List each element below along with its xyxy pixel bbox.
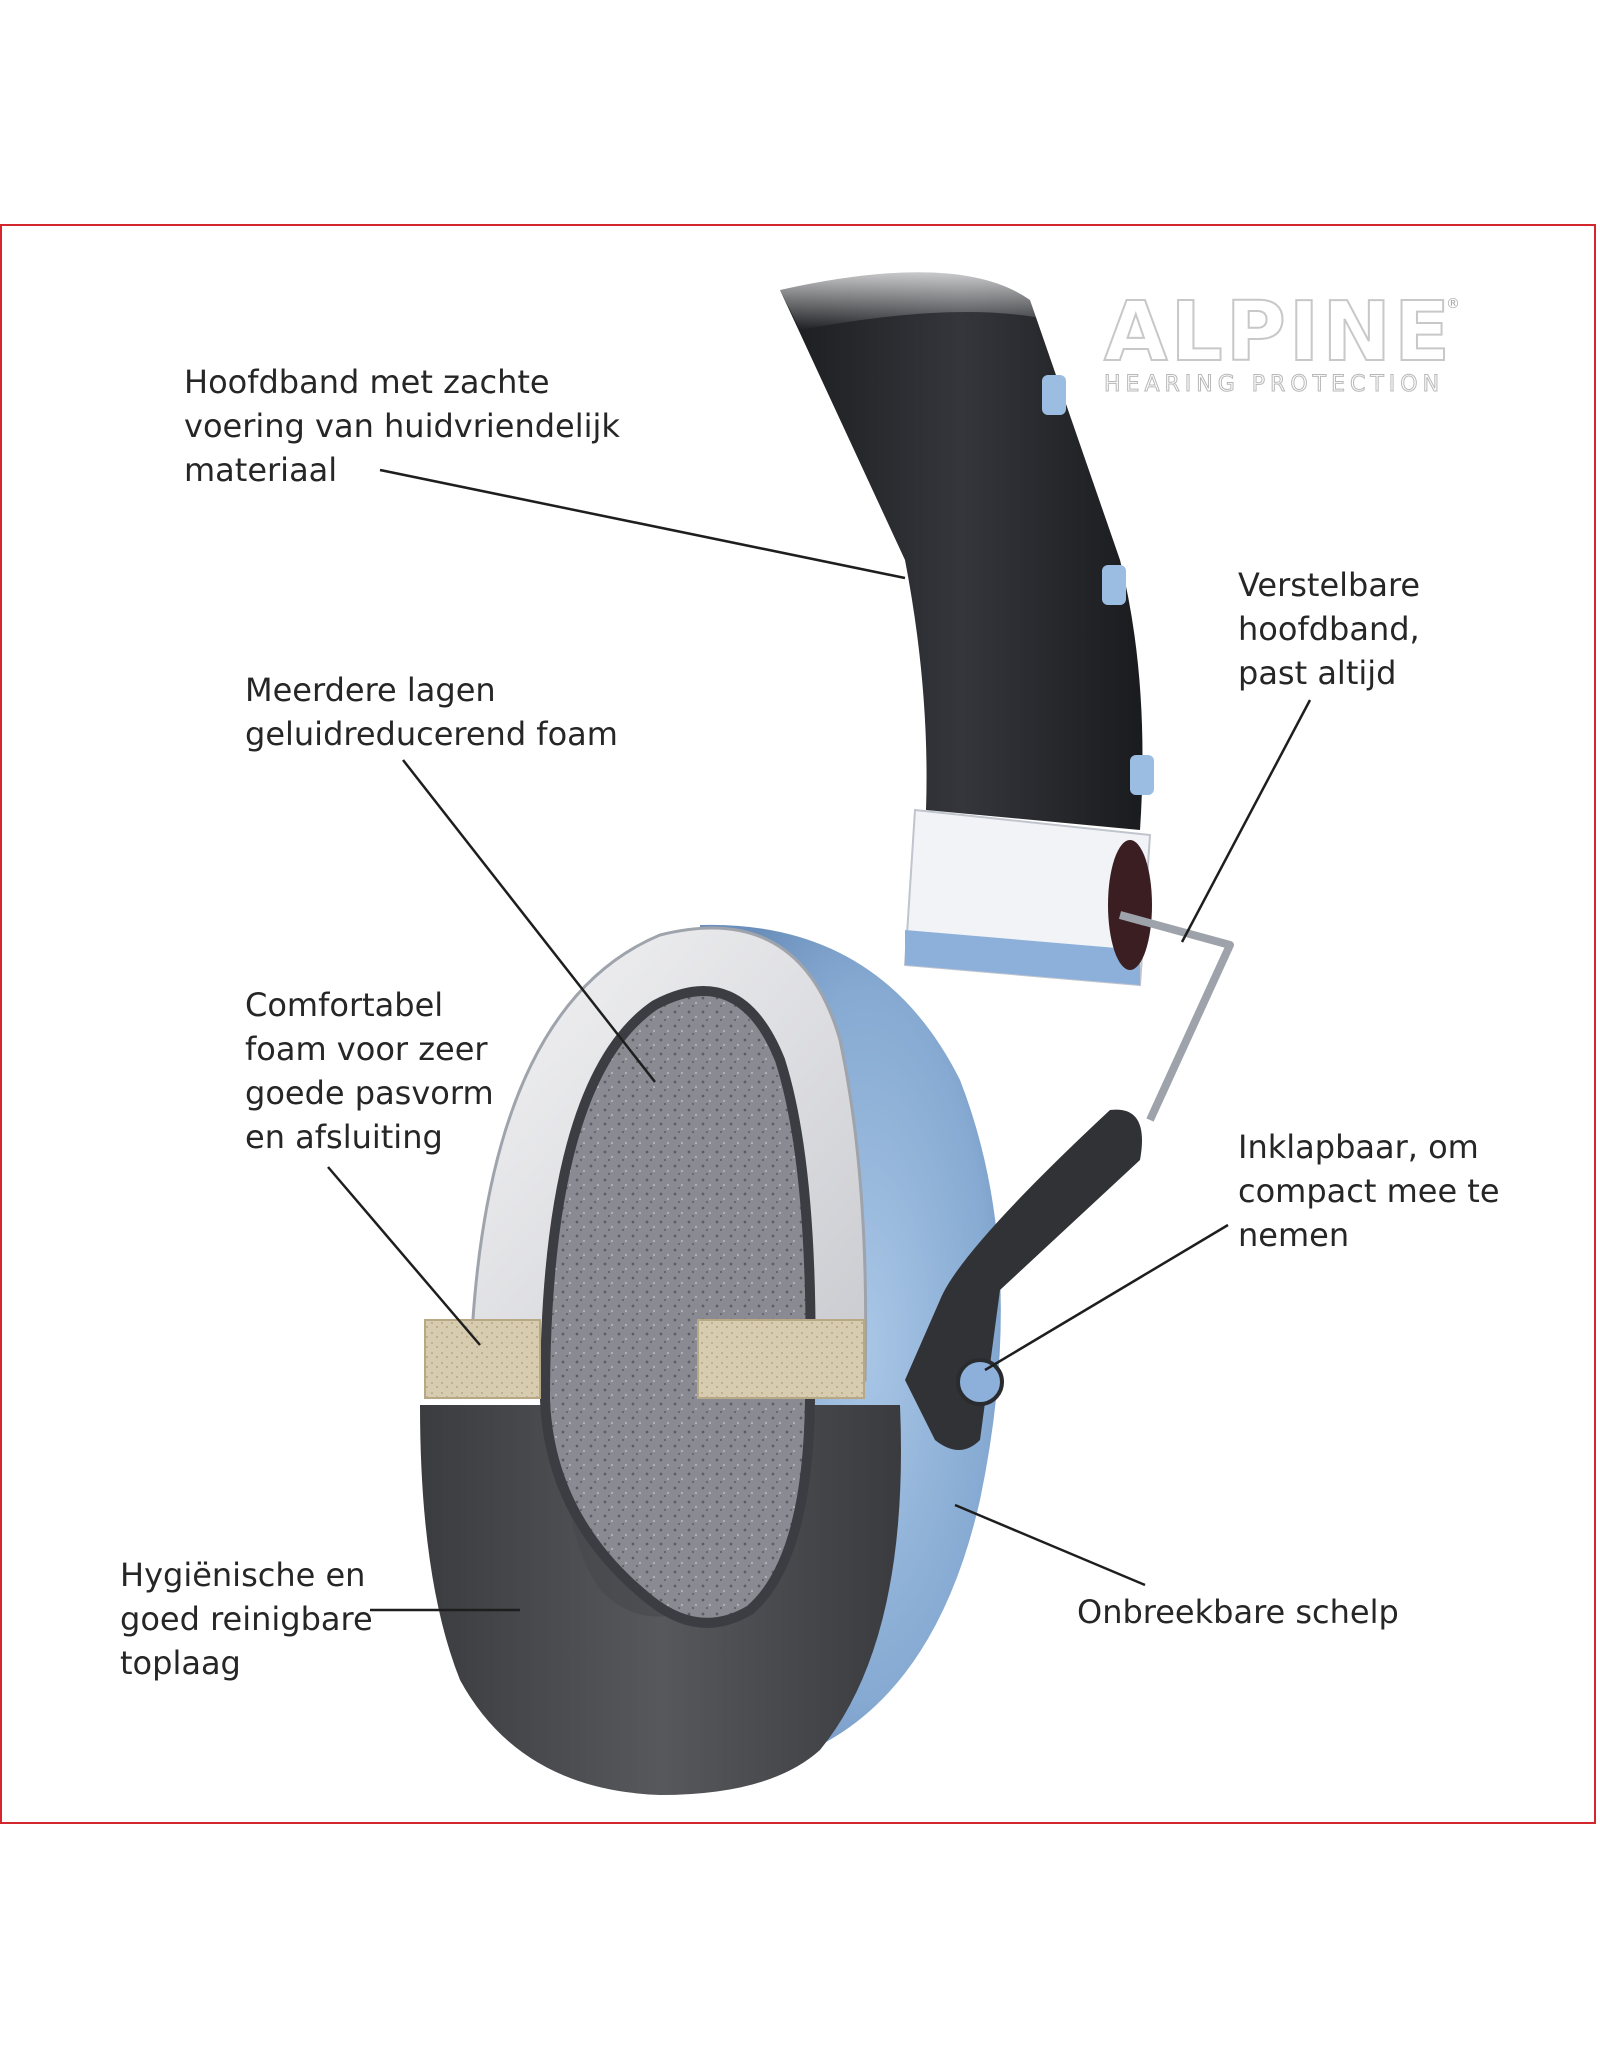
diagram-frame (0, 224, 1596, 1824)
callout-comfort-foam: Comfortabel foam voor zeer goede pasvorm… (245, 986, 494, 1156)
callout-foldable: Inklapbaar, om compact mee te nemen (1238, 1128, 1500, 1254)
callout-hygienic-top: Hygiënische en goed reinigbare toplaag (120, 1556, 373, 1682)
registered-mark: ® (1446, 296, 1460, 312)
inner-foam (539, 986, 816, 1628)
adjust-tab (1130, 755, 1154, 795)
wire-arm (1118, 911, 1234, 1122)
adjust-tab (1042, 375, 1066, 415)
brand-logo: ALPINE ® HEARING PROTECTION (1103, 285, 1464, 398)
callout-adjustable: Verstelbare hoofdband, past altijd (1238, 566, 1421, 692)
foam-block-left (424, 1319, 541, 1399)
callout-headband-lining: Hoofdband met zachte voering van huidvri… (184, 363, 620, 489)
adjust-tab (1102, 565, 1126, 605)
brand-tagline: HEARING PROTECTION (1104, 372, 1445, 398)
hinge-pin (956, 1358, 1004, 1406)
callout-foam-layers: Meerdere lagen geluidreducerend foam (245, 671, 618, 753)
brand-name: ALPINE (1103, 285, 1453, 380)
callout-shell: Onbreekbare schelp (1077, 1593, 1399, 1631)
foam-block-right (697, 1319, 865, 1399)
headband (770, 252, 1154, 987)
leader-lines (327, 468, 1312, 1612)
